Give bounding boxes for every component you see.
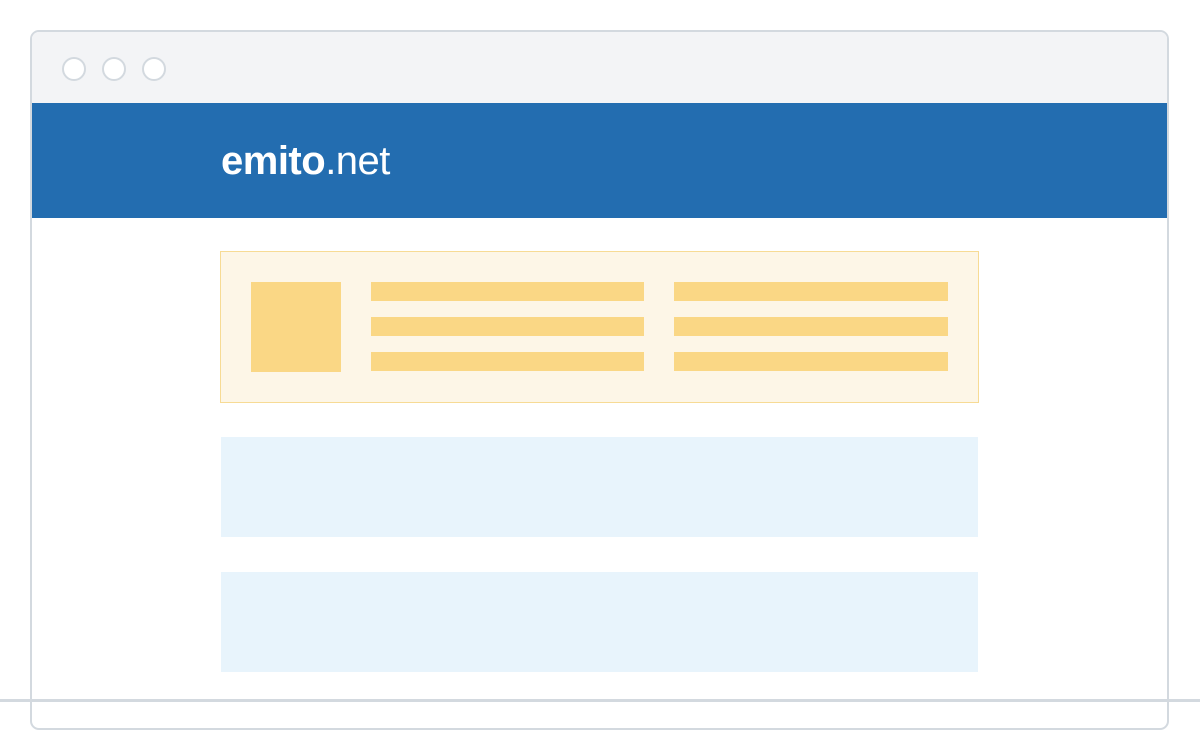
window-close-button[interactable] xyxy=(62,57,86,81)
text-placeholder-line xyxy=(371,282,644,301)
text-placeholder-line xyxy=(371,352,644,371)
window-minimize-button[interactable] xyxy=(102,57,126,81)
window-maximize-button[interactable] xyxy=(142,57,166,81)
text-placeholder-line xyxy=(674,317,948,336)
card-thumbnail-placeholder xyxy=(251,282,341,372)
site-header: emito.net xyxy=(32,103,1167,218)
logo-bold-text: emito xyxy=(221,139,326,183)
content-block-placeholder xyxy=(221,437,978,537)
logo-domain-text: .net xyxy=(325,139,390,183)
site-logo[interactable]: emito.net xyxy=(221,139,390,184)
text-placeholder-line xyxy=(371,317,644,336)
divider xyxy=(0,699,1200,702)
highlighted-card xyxy=(220,251,979,403)
text-placeholder-line xyxy=(674,352,948,371)
browser-title-bar xyxy=(32,32,1167,103)
content-block-placeholder xyxy=(221,572,978,672)
text-placeholder-line xyxy=(674,282,948,301)
